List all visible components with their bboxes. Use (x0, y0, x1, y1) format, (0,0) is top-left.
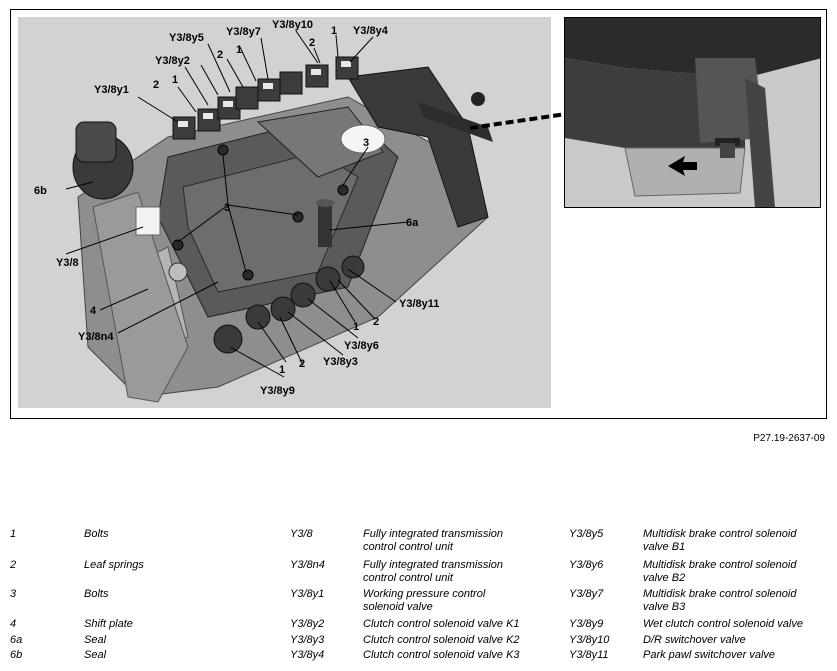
legend-key: Y3/8y4 (290, 649, 325, 661)
callout-1-lower-a: 1 (353, 321, 359, 333)
callout-2-top-b: 2 (217, 49, 223, 61)
valve-body-photo: Y3/8y5 Y3/8y7 Y3/8y10 1 Y3/8y4 2 1 2 Y3/… (18, 17, 551, 408)
callout-y3-8y5: Y3/8y5 (169, 32, 204, 44)
legend-key: Y3/8y11 (569, 649, 609, 661)
legend-key: Y3/8y2 (290, 618, 325, 630)
callout-3-center: 3 (224, 202, 230, 214)
legend-label: Multidisk brake control solenoid valve B… (643, 588, 797, 613)
legend-key: 6a (10, 634, 23, 646)
callout-1-top-b: 1 (236, 44, 242, 56)
legend-label: Multidisk brake control solenoid valve B… (643, 559, 797, 584)
callout-y3-8y10: Y3/8y10 (272, 19, 313, 31)
legend-key: Y3/8y7 (569, 588, 604, 600)
legend-key: Y3/8 (290, 528, 313, 540)
legend-key: 4 (10, 618, 17, 630)
callout-y3-8: Y3/8 (56, 257, 79, 269)
legend-label: Shift plate (84, 618, 133, 630)
callout-2-top-a: 2 (309, 37, 315, 49)
callout-y3-8y11: Y3/8y11 (399, 298, 439, 310)
reference-code: P27.19-2637-09 (753, 433, 825, 444)
legend-label: Seal (84, 634, 107, 646)
legend-key: Y3/8y6 (569, 559, 604, 571)
legend-label: Park pawl switchover valve (643, 649, 776, 661)
legend-label: Clutch control solenoid valve K3 (363, 649, 520, 661)
callout-y3-8y9: Y3/8y9 (260, 385, 295, 397)
callout-y3-8y3: Y3/8y3 (323, 356, 358, 368)
legend-label: Bolts (84, 588, 109, 600)
callout-y3-8y1: Y3/8y1 (94, 84, 129, 96)
callout-6b: 6b (34, 185, 47, 197)
callout-4: 4 (90, 305, 97, 317)
legend-label: Fully integrated transmission control co… (363, 528, 504, 553)
legend-key: Y3/8y10 (569, 634, 610, 646)
legend-label: Clutch control solenoid valve K1 (363, 618, 520, 630)
legend-key: 3 (10, 588, 17, 600)
detail-inset (564, 17, 821, 208)
inset-connector (470, 112, 567, 130)
legend-label: Bolts (84, 528, 109, 540)
callout-1-top-a: 1 (331, 25, 337, 37)
legend-key: Y3/8y1 (290, 588, 325, 600)
callout-y3-8y6: Y3/8y6 (344, 340, 379, 352)
callout-3-right: 3 (363, 137, 369, 149)
legend-key: Y3/8y9 (569, 618, 604, 630)
callout-y3-8y4: Y3/8y4 (353, 25, 389, 37)
callout-2-lower-b: 2 (299, 358, 305, 370)
callout-2-top-c: 2 (153, 79, 159, 91)
legend-label: Fully integrated transmission control co… (363, 559, 504, 584)
callout-y3-8y2: Y3/8y2 (155, 55, 190, 67)
legend-label: Multidisk brake control solenoid valve B… (643, 528, 797, 553)
callout-6a: 6a (406, 217, 419, 229)
legend-key: 2 (10, 559, 17, 571)
legend-key: Y3/8n4 (290, 559, 325, 571)
callout-2-lower-a: 2 (373, 316, 379, 328)
callout-1-lower-b: 1 (279, 364, 285, 376)
legend-key: Y3/8y3 (290, 634, 325, 646)
callout-y3-8n4: Y3/8n4 (78, 331, 114, 343)
legend-key: Y3/8y5 (569, 528, 604, 540)
legend-key: 1 (10, 528, 17, 540)
legend-label: D/R switchover valve (643, 634, 746, 646)
legend-label: Clutch control solenoid valve K2 (363, 634, 520, 646)
legend-label: Seal (84, 649, 107, 661)
legend-label: Wet clutch control solenoid valve (643, 618, 803, 630)
callout-y3-8y7: Y3/8y7 (226, 26, 261, 38)
legend-key: 6b (10, 649, 23, 661)
callout-1-top-c: 1 (172, 74, 178, 86)
legend-label: Working pressure control solenoid valve (363, 588, 486, 613)
legend-label: Leaf springs (84, 559, 144, 571)
inset-illustration (565, 18, 820, 207)
valve-body-illustration: Y3/8y5 Y3/8y7 Y3/8y10 1 Y3/8y4 2 1 2 Y3/… (34, 19, 493, 403)
